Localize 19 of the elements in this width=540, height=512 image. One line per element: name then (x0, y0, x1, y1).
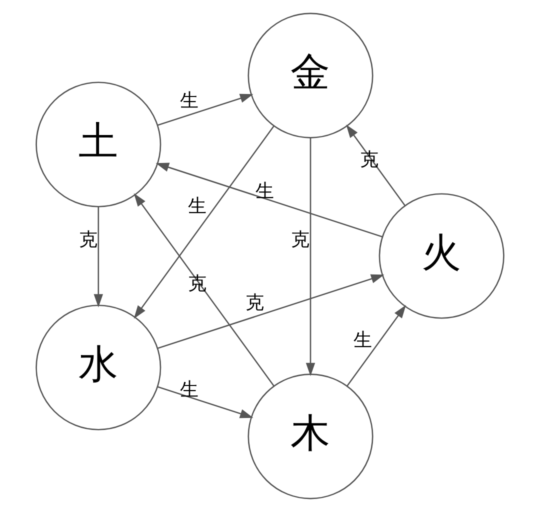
edge-label: 克 (291, 230, 310, 251)
arrow (157, 386, 254, 418)
arrow (156, 162, 382, 238)
edge-label: 克 (246, 292, 265, 314)
edge-label: 生 (180, 90, 199, 112)
edge-label: 生 (256, 180, 275, 202)
edge-label: 生 (353, 330, 372, 351)
edge-label: 克 (78, 230, 98, 251)
arrow (306, 138, 316, 376)
arrow (157, 94, 254, 126)
arrow (94, 206, 104, 308)
arrow (158, 274, 384, 349)
edge-label: 生 (180, 379, 199, 400)
node-circle: 木 (248, 374, 374, 500)
arrow (346, 305, 406, 387)
edge-label: 生 (188, 196, 208, 218)
arrow (134, 126, 274, 319)
arrow (346, 124, 406, 206)
arrow (134, 193, 274, 386)
